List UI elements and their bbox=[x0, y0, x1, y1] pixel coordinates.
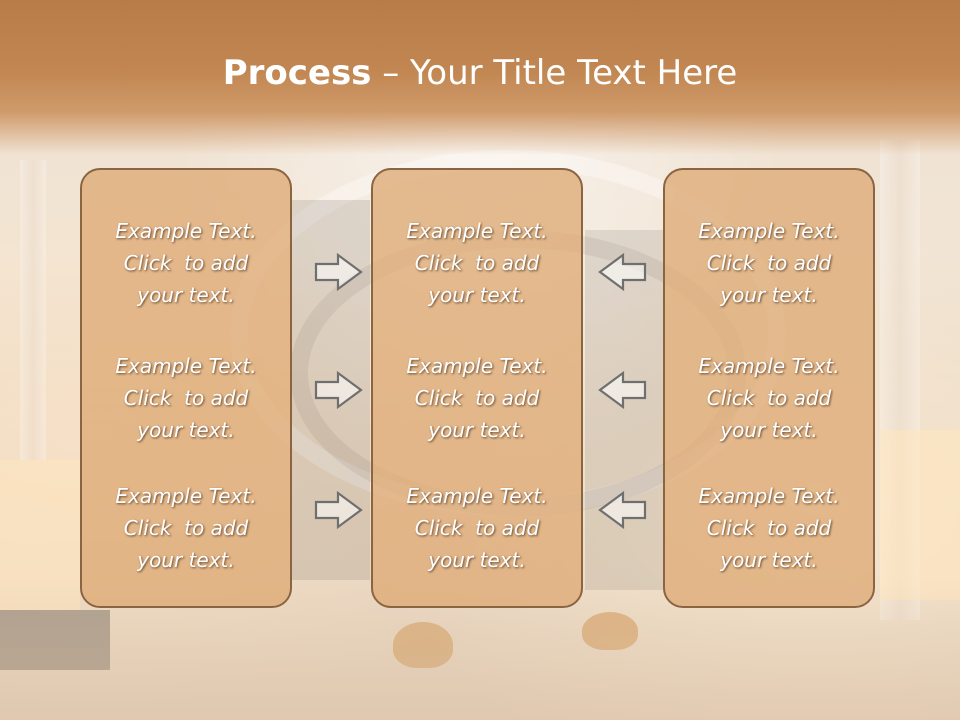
title-bold: Process bbox=[222, 53, 372, 93]
text-line: your text. bbox=[720, 418, 818, 442]
arrow-left-icon bbox=[597, 370, 647, 410]
panel-text-block[interactable]: Example Text. Click to add your text. bbox=[665, 215, 873, 311]
title-band bbox=[0, 0, 960, 155]
text-line: your text. bbox=[137, 283, 235, 307]
text-line: your text. bbox=[428, 548, 526, 572]
text-line: Click to add bbox=[123, 386, 249, 410]
text-line: Click to add bbox=[414, 386, 540, 410]
text-line: your text. bbox=[720, 548, 818, 572]
text-line: your text. bbox=[428, 418, 526, 442]
arrow-right-icon bbox=[314, 252, 364, 292]
panel-text-block[interactable]: Example Text. Click to add your text. bbox=[82, 215, 290, 311]
panel-text-block[interactable]: Example Text. Click to add your text. bbox=[373, 480, 581, 576]
text-line: Example Text. bbox=[406, 354, 548, 378]
text-line: Click to add bbox=[414, 251, 540, 275]
title-rest: – Your Title Text Here bbox=[371, 53, 738, 93]
process-panel-2[interactable]: Example Text. Click to add your text. Ex… bbox=[371, 168, 583, 608]
slide-title[interactable]: Process – Your Title Text Here bbox=[0, 53, 960, 93]
panel-text-block[interactable]: Example Text. Click to add your text. bbox=[665, 350, 873, 446]
arrow-right-icon bbox=[314, 370, 364, 410]
text-line: Example Text. bbox=[698, 354, 840, 378]
arrow-left-icon bbox=[597, 252, 647, 292]
text-line: Example Text. bbox=[115, 354, 257, 378]
text-line: Click to add bbox=[706, 386, 832, 410]
text-line: Click to add bbox=[706, 516, 832, 540]
text-line: Example Text. bbox=[698, 484, 840, 508]
text-line: Click to add bbox=[123, 251, 249, 275]
text-line: your text. bbox=[137, 418, 235, 442]
text-line: your text. bbox=[428, 283, 526, 307]
text-line: Example Text. bbox=[406, 484, 548, 508]
text-line: Click to add bbox=[414, 516, 540, 540]
text-line: Click to add bbox=[123, 516, 249, 540]
text-line: Example Text. bbox=[698, 219, 840, 243]
text-line: Click to add bbox=[706, 251, 832, 275]
process-panel-3[interactable]: Example Text. Click to add your text. Ex… bbox=[663, 168, 875, 608]
text-line: Example Text. bbox=[406, 219, 548, 243]
text-line: Example Text. bbox=[115, 484, 257, 508]
panel-text-block[interactable]: Example Text. Click to add your text. bbox=[82, 480, 290, 576]
panel-text-block[interactable]: Example Text. Click to add your text. bbox=[373, 350, 581, 446]
arrow-right-icon bbox=[314, 490, 364, 530]
panel-text-block[interactable]: Example Text. Click to add your text. bbox=[665, 480, 873, 576]
arrow-left-icon bbox=[597, 490, 647, 530]
text-line: your text. bbox=[137, 548, 235, 572]
text-line: your text. bbox=[720, 283, 818, 307]
panel-text-block[interactable]: Example Text. Click to add your text. bbox=[82, 350, 290, 446]
text-line: Example Text. bbox=[115, 219, 257, 243]
process-panel-1[interactable]: Example Text. Click to add your text. Ex… bbox=[80, 168, 292, 608]
panel-text-block[interactable]: Example Text. Click to add your text. bbox=[373, 215, 581, 311]
